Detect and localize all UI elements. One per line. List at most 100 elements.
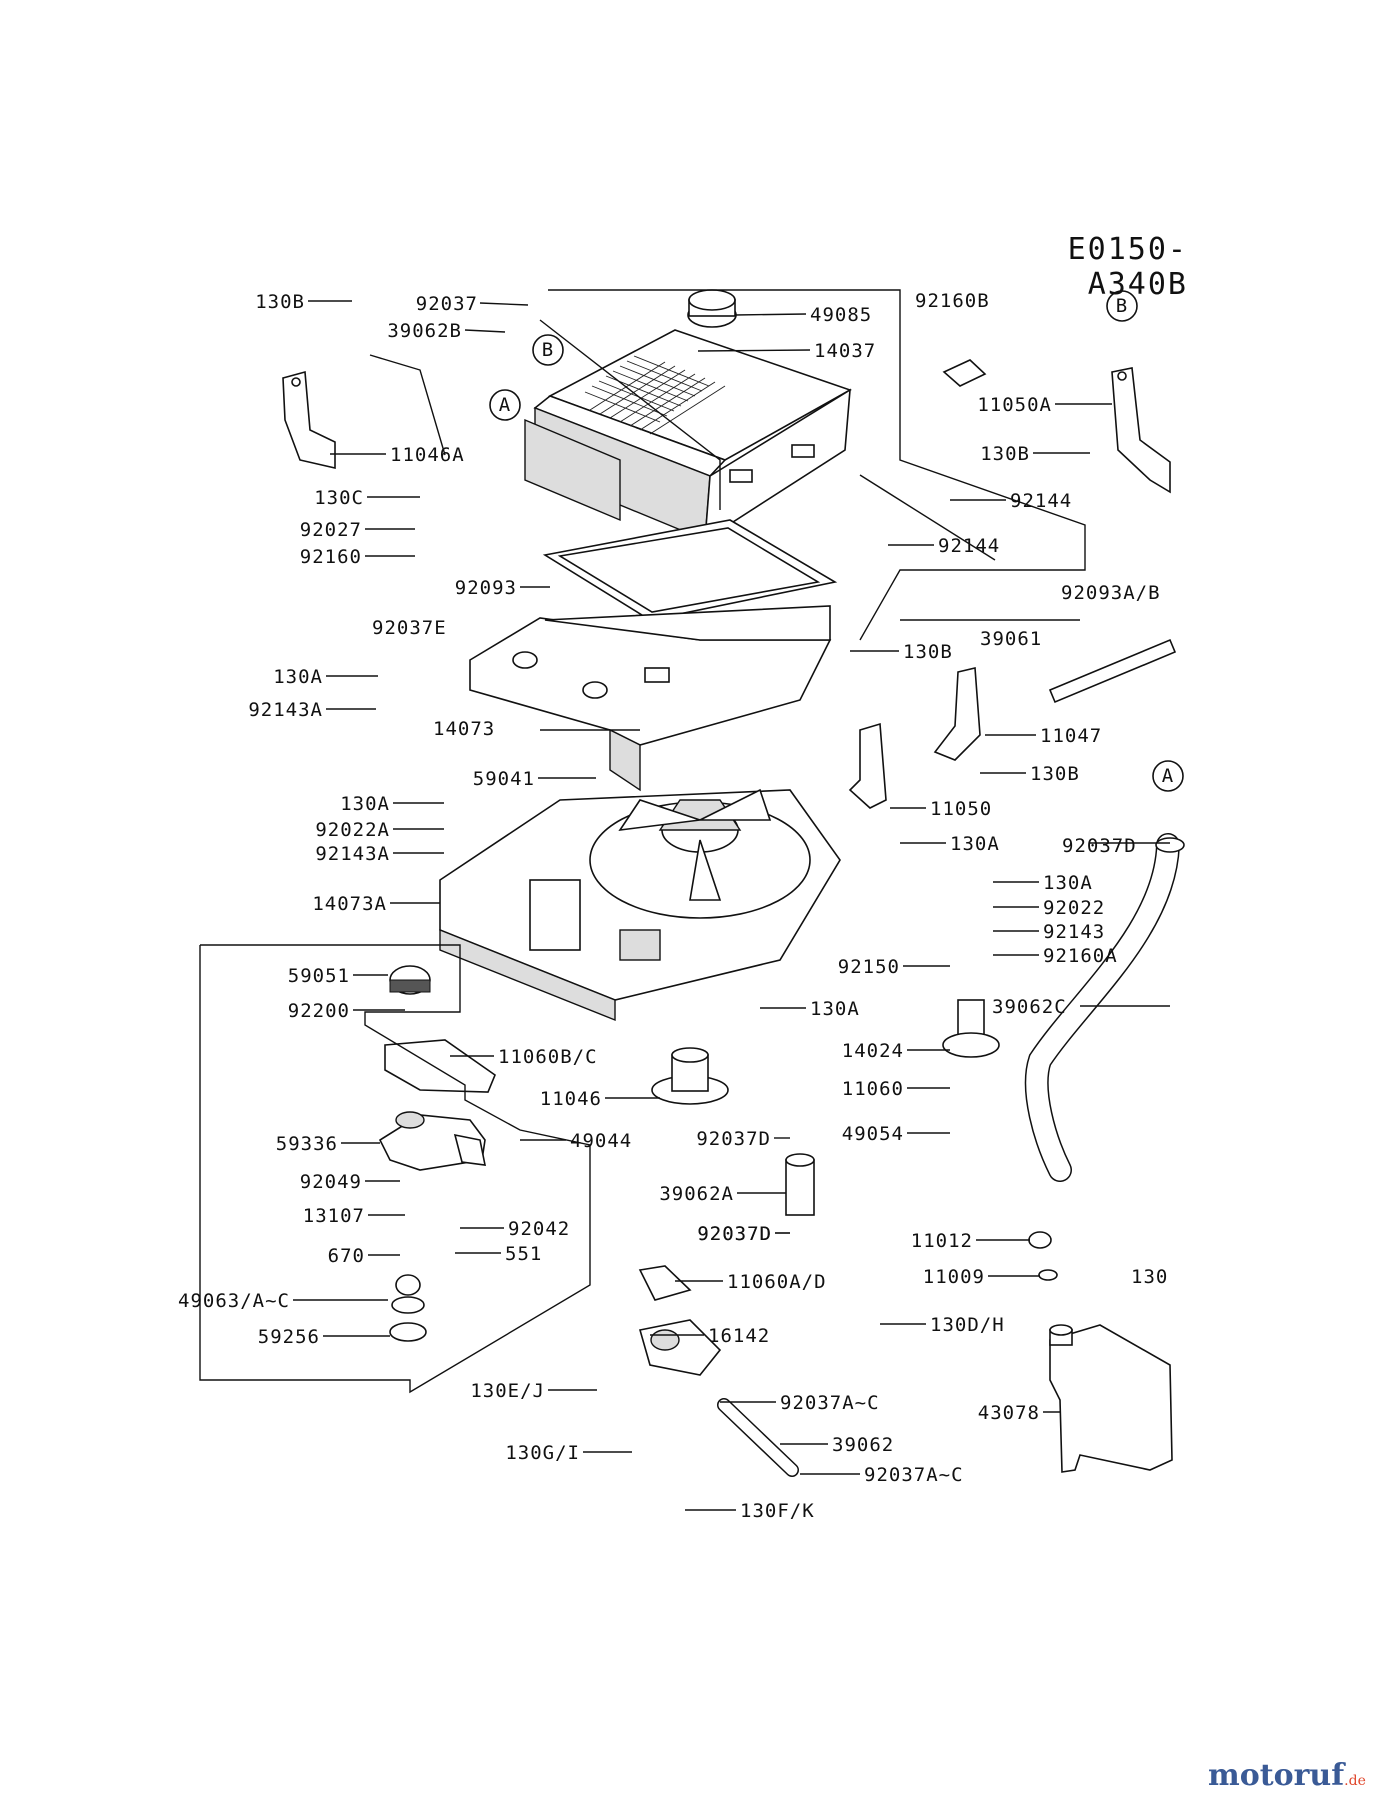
part-label: 130D/H [930,1314,1005,1336]
part-label: 130B [903,641,953,663]
part-label: 92022A [315,819,390,841]
leader-line [464,329,506,333]
part-label: 92143A [248,699,323,721]
screen-drawing [542,519,838,621]
leader-line [697,349,811,352]
part-label: 130 [1131,1266,1168,1288]
part-label: 92143A [315,843,390,865]
part-label: 11047 [1040,725,1102,747]
part-label: 130F/K [740,1500,815,1522]
part-label: 11046A [390,444,465,466]
callout-markers: B A B A [489,290,1184,792]
part-drawings [199,289,1185,1477]
part-label: 39062B [387,320,462,342]
shroud-drawing [469,605,832,792]
part-label: 39062 [832,1434,894,1456]
part-label: 59256 [258,1326,320,1348]
part-label: 49044 [570,1130,632,1152]
thermostat-housing-drawing [942,999,1000,1058]
svg-text:B: B [542,339,554,361]
part-label: 92160A [1043,945,1118,967]
part-label: 92200 [288,1000,350,1022]
pad-92160b-drawing [942,359,987,387]
part-label: 130A [1043,872,1093,894]
part-label: 92160 [300,546,362,568]
part-label: 43078 [978,1402,1040,1424]
part-label: 16142 [708,1325,770,1347]
watermark-main: motoruf [1208,1758,1345,1793]
part-label: 130A [340,793,390,815]
callout-marker: B [1106,290,1138,322]
part-label: 59041 [473,768,535,790]
diagram-code: E0150-A340B [1067,232,1188,302]
leader-line [734,313,807,316]
callout-marker: A [1152,760,1184,792]
part-label: 92042 [508,1218,570,1240]
part-label: 39062A [659,1183,734,1205]
part-label: 92027 [300,519,362,541]
part-label: 130E/J [470,1380,545,1402]
part-label: 92144 [938,535,1000,557]
part-label: 92150 [838,956,900,978]
reserve-tank-drawing [1049,1324,1173,1473]
part-label: 92037D [697,1223,772,1245]
cover-16142-drawing [638,1265,722,1376]
part-label: 92049 [300,1171,362,1193]
part-label: 670 [328,1245,365,1267]
part-label: 92037A~C [780,1392,880,1414]
part-label: 14024 [842,1040,904,1062]
part-label: 130B [980,443,1030,465]
fan-housing-drawing [439,788,841,1022]
part-label: 130A [810,998,860,1020]
part-label: 92093A/B [1061,582,1161,604]
part-label: 551 [505,1243,542,1265]
gasket-11060b-drawing [384,1039,496,1093]
part-label: 11060 [842,1078,904,1100]
part-label: 130G/I [505,1442,580,1464]
part-label: 14037 [814,340,876,362]
part-label: 92037D [696,1128,771,1150]
part-label: 11046 [540,1088,602,1110]
part-label: 59336 [276,1133,338,1155]
part-label: 11060B/C [498,1046,598,1068]
cap-11012-drawing [1028,1231,1052,1249]
fitting-11046-drawing [651,1047,729,1105]
svg-text:A: A [499,394,511,416]
leader-lines [293,300,1170,1511]
cap-11009-drawing [1038,1269,1058,1281]
part-label: 92022 [1043,897,1105,919]
part-label: 130C [314,487,364,509]
radiator-drawing [524,289,852,542]
part-label: 130B [1030,763,1080,785]
part-label: 59051 [288,965,350,987]
part-label: 130A [950,833,1000,855]
bracket-11050-drawing [848,722,887,809]
leader-line [479,302,529,306]
callout-marker: A [489,389,521,421]
part-label: 92093 [455,577,517,599]
watermark-logo: motoruf.de [1208,1758,1366,1793]
svg-text:B: B [1116,295,1128,317]
watermark-suffix: .de [1344,1773,1366,1789]
part-label: 11009 [923,1266,985,1288]
part-label: 92037E [372,617,447,639]
part-label: 11050A [977,394,1052,416]
water-pump-drawing [378,1111,487,1171]
part-label: 14073A [312,893,387,915]
part-label: 92037 [416,293,478,315]
callout-marker: B [532,334,564,366]
part-label: 11060A/D [727,1271,827,1293]
part-label: 11050 [930,798,992,820]
bracket-11047-drawing [933,667,981,761]
gear-drawing [389,965,431,995]
part-label: 11012 [911,1230,973,1252]
bracket-11050a-drawing [1111,367,1171,494]
part-label: 39061 [980,628,1042,650]
part-label: 49054 [842,1123,904,1145]
pipe-39062a-drawing [785,1153,815,1216]
part-label: 13107 [303,1205,365,1227]
bracket-11046a-drawing [282,370,336,470]
